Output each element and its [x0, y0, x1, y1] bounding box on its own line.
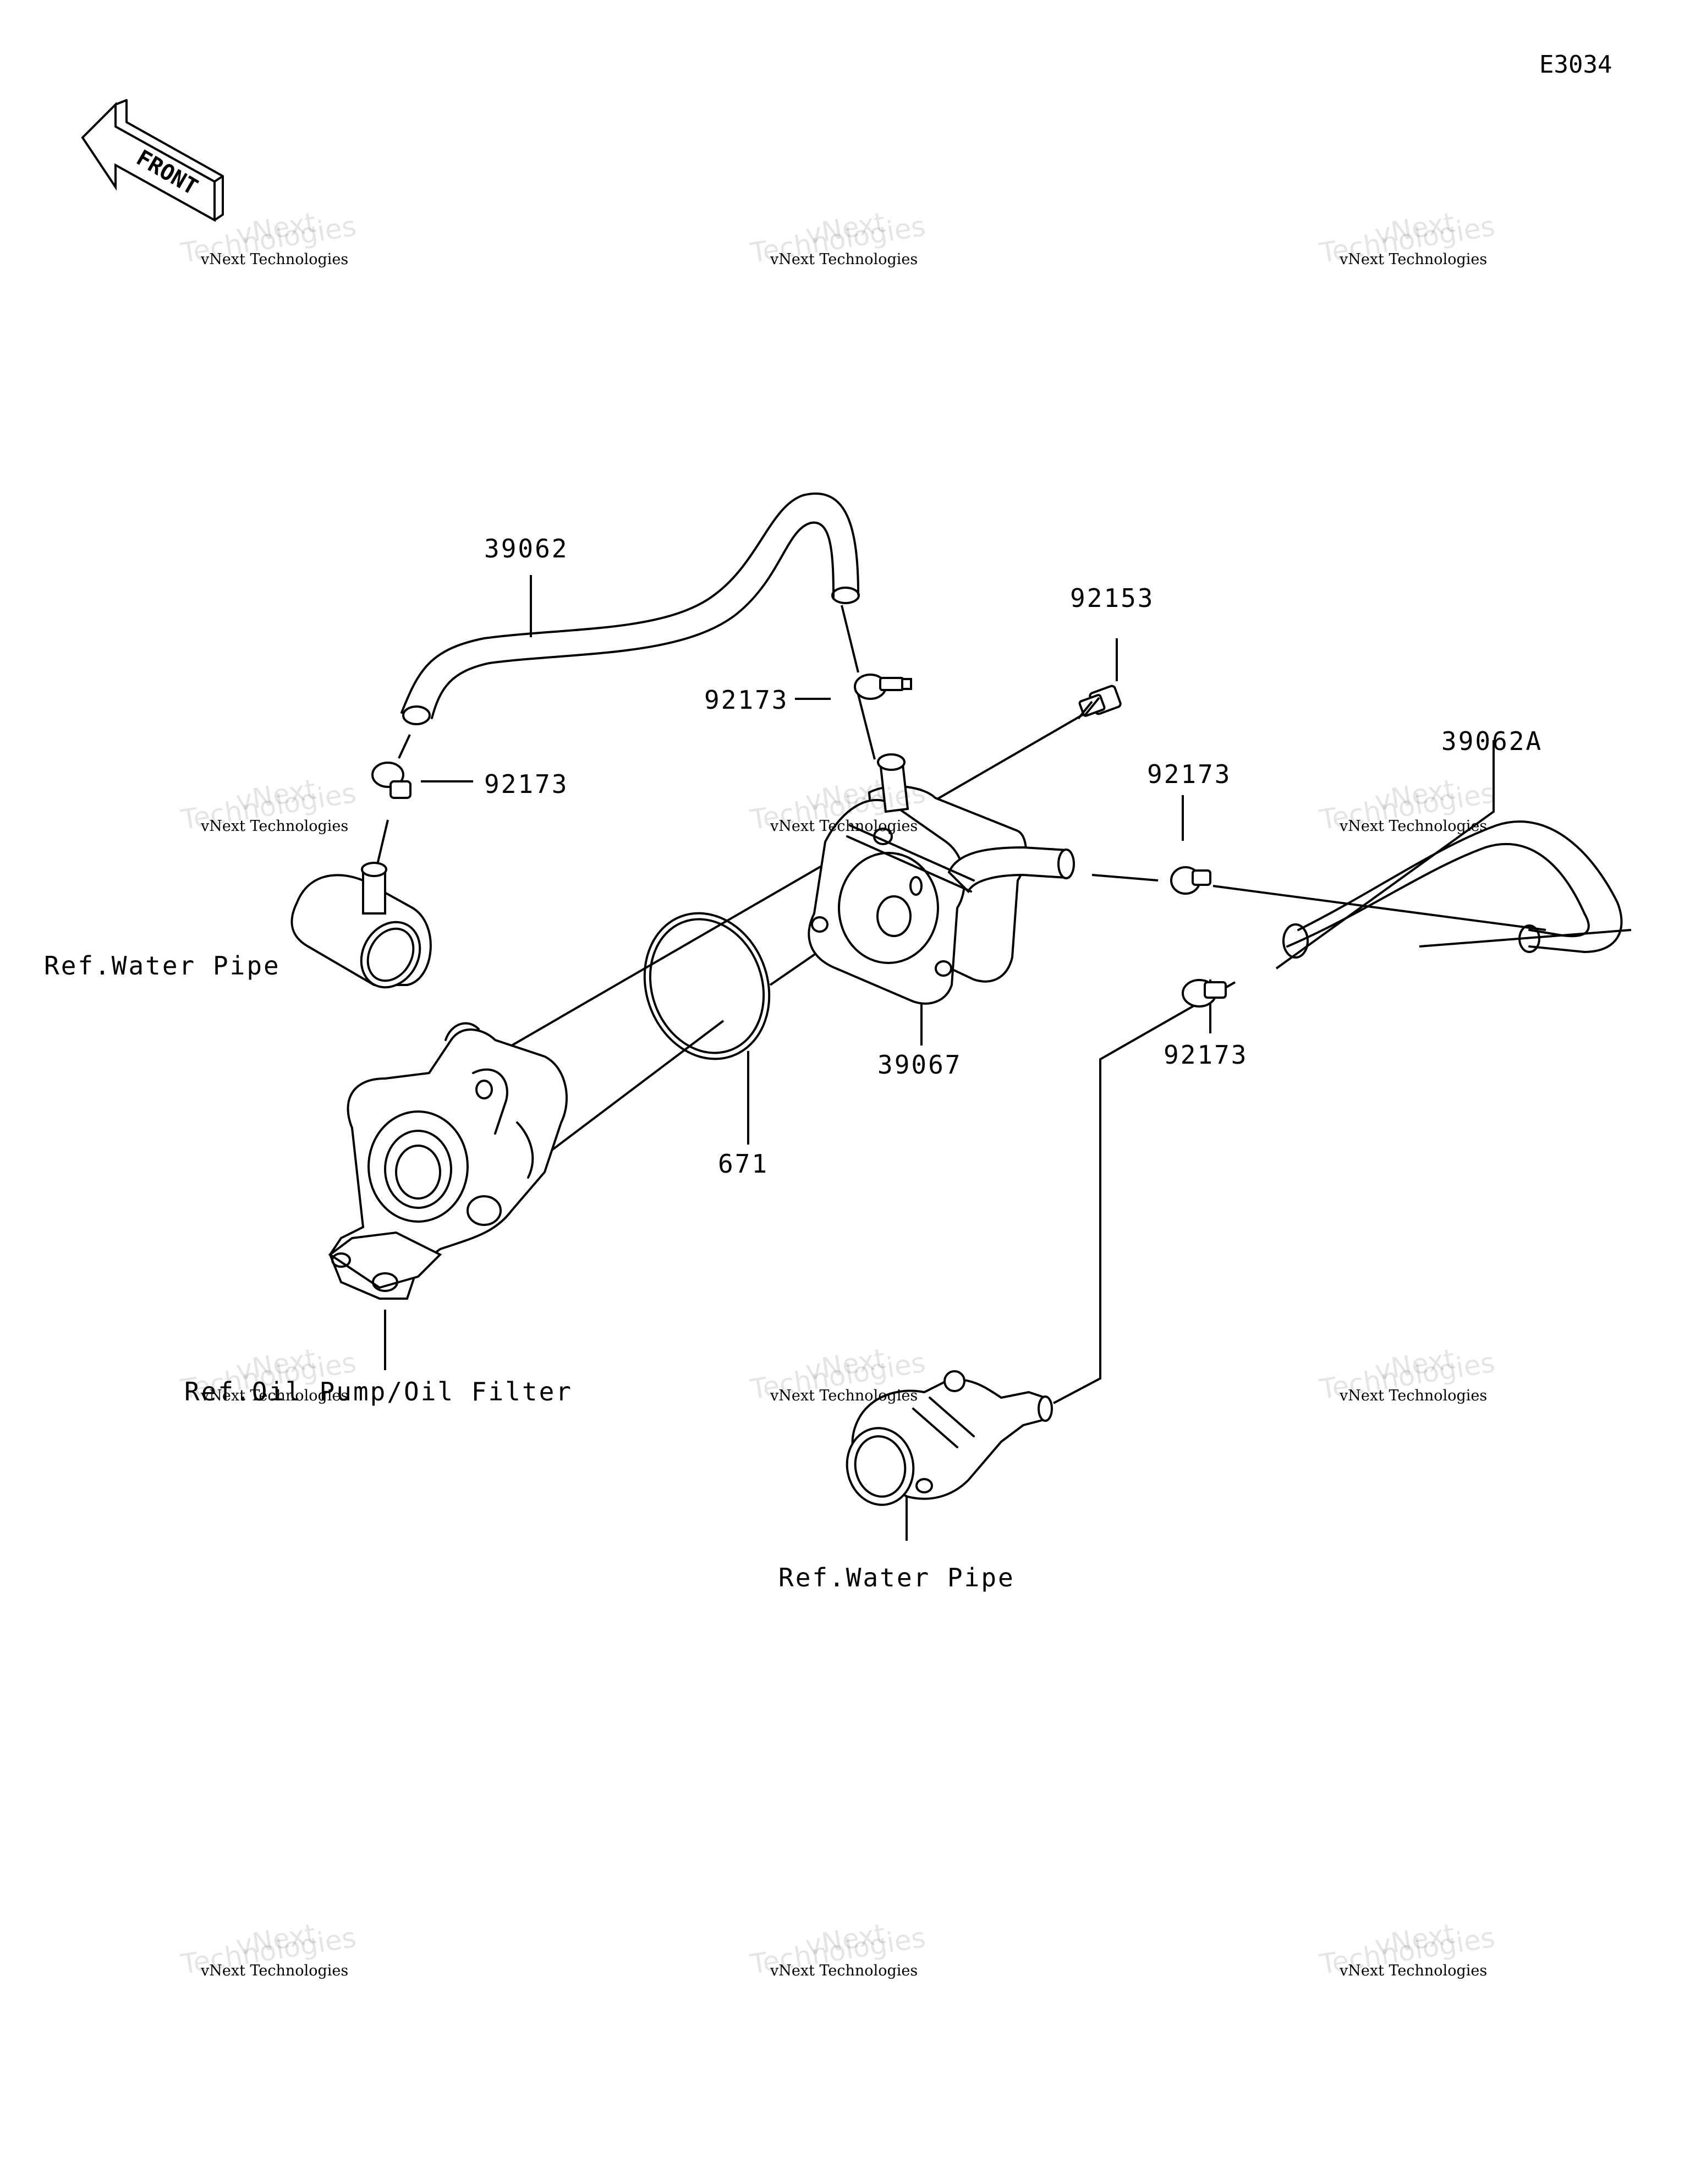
callout-671: 671	[718, 1149, 769, 1179]
diagram-code: E3034	[1539, 51, 1612, 79]
hose-39062A[interactable]	[1282, 820, 1623, 959]
ref-water-pipe-bottom: Ref.Water Pipe	[778, 1563, 1015, 1592]
callout-92173-lower-right: 92173	[1164, 1040, 1248, 1070]
clamp-92173-mid[interactable]	[1170, 866, 1211, 895]
callout-92173-mid-right: 92173	[1147, 759, 1232, 789]
oil-cooler-39067[interactable]	[808, 753, 1075, 1005]
callout-39067: 39067	[877, 1050, 962, 1080]
o-ring-671[interactable]	[624, 896, 789, 1077]
clamp-92173-upper-left[interactable]	[371, 762, 411, 799]
ref-water-pipe-left: Ref.Water Pipe	[44, 951, 281, 981]
bolt-92153[interactable]	[1077, 685, 1122, 720]
oil-pump-oil-filter[interactable]	[328, 1022, 568, 1300]
water-pipe-left[interactable]	[290, 862, 432, 998]
front-arrow-icon: FRONT	[81, 99, 224, 222]
callout-39062: 39062	[484, 534, 569, 563]
callout-92173-upper-left: 92173	[484, 769, 569, 799]
clamp-92173-lower[interactable]	[1182, 979, 1227, 1008]
hose-39062[interactable]	[400, 492, 860, 725]
callout-92173-upper-right: 92173	[704, 685, 789, 715]
callout-92153: 92153	[1070, 583, 1155, 613]
ref-oil-pump-oil-filter: Ref.Oil Pump/Oil Filter	[184, 1377, 573, 1406]
water-pipe-bottom[interactable]	[841, 1370, 1053, 1510]
callout-39062A: 39062A	[1441, 726, 1543, 756]
clamp-92173-upper[interactable]	[854, 674, 912, 700]
